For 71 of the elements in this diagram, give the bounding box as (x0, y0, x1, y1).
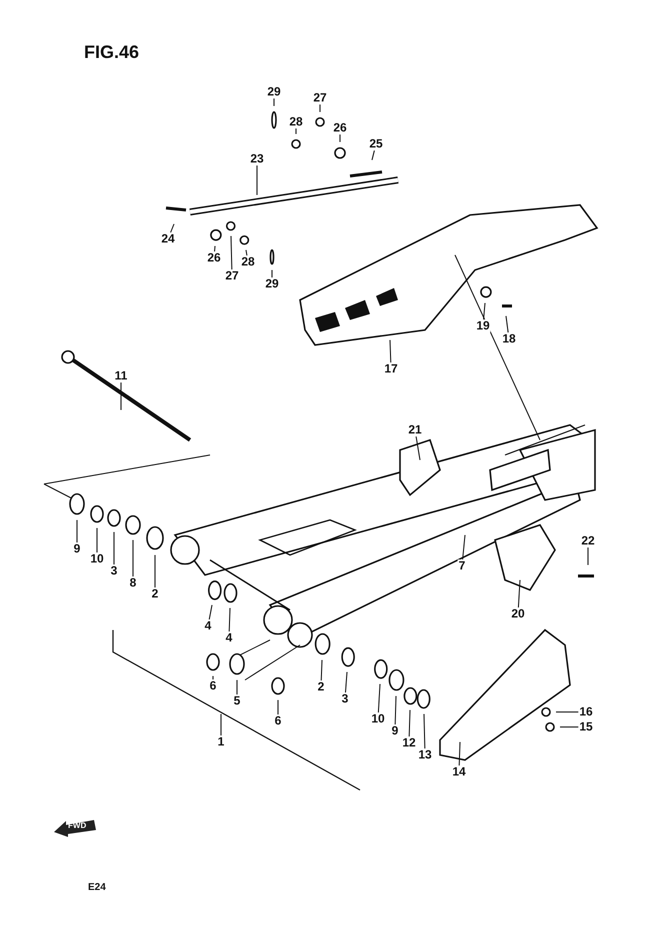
callout-number: 2 (150, 588, 160, 600)
leader-line (120, 382, 122, 410)
callout-number: 10 (370, 712, 386, 726)
callout-number: 11 (114, 370, 128, 382)
callout-number: 20 (510, 608, 526, 620)
leader-line (76, 520, 78, 543)
leader-line (96, 528, 98, 553)
callout-number: 29 (266, 86, 282, 98)
leader-line (214, 246, 216, 252)
callout-number: 1 (216, 736, 226, 748)
callout-number: 28 (240, 256, 256, 268)
callout-number: 19 (475, 320, 491, 332)
leader-line (212, 676, 214, 680)
callout-number: 9 (72, 542, 82, 556)
callout-number: 14 (451, 766, 467, 778)
callout-number: 25 (368, 138, 384, 150)
callout-number: 2 (316, 680, 326, 694)
leader-line (462, 534, 466, 560)
callout-number: 29 (264, 278, 280, 290)
callout-number: 26 (332, 122, 348, 134)
leader-line (518, 580, 520, 608)
leader-line (236, 680, 238, 695)
leader-line (170, 224, 174, 233)
callout-number: 6 (208, 680, 218, 692)
leader-line (228, 608, 230, 632)
callout-number: 24 (160, 232, 176, 246)
callout-number: 3 (340, 692, 350, 706)
leader-line (378, 684, 380, 713)
figure-title: FIG.46 (84, 42, 140, 63)
callout-number: 4 (224, 632, 234, 644)
leader-line (458, 742, 460, 766)
leader-line (483, 302, 486, 320)
callout-number: 9 (390, 724, 400, 738)
callout-number: 22 (580, 534, 596, 548)
callout-number: 8 (128, 576, 138, 590)
callout-number: 12 (401, 736, 417, 750)
callout-number: 7 (458, 560, 466, 572)
callout-number: 16 (578, 706, 594, 718)
callout-number: 3 (110, 564, 118, 578)
callout-number: 28 (288, 116, 304, 128)
callout-number: 6 (274, 714, 282, 728)
callout-number: 26 (206, 252, 222, 264)
leader-line (256, 165, 258, 196)
callout-number: 27 (224, 270, 240, 282)
leader-line (506, 316, 509, 333)
callout-number: 17 (383, 362, 399, 376)
callout-number: 21 (407, 424, 423, 436)
leader-line (372, 150, 375, 160)
leader-line (424, 714, 426, 749)
leader-line (408, 710, 410, 737)
callout-number: 15 (578, 720, 594, 734)
leader-line (344, 672, 348, 693)
callout-number: 23 (249, 152, 265, 166)
leader-line (154, 554, 156, 588)
leader-line (220, 714, 222, 736)
callout-number: 27 (312, 92, 328, 104)
leader-line (416, 436, 420, 460)
leader-line (560, 726, 579, 728)
leader-line (132, 540, 134, 577)
callout-number: 10 (89, 552, 105, 566)
callout-number: 4 (204, 620, 212, 632)
leader-line (208, 604, 212, 620)
callout-number: 18 (501, 332, 517, 346)
callout-number: 5 (232, 694, 242, 708)
callout-number: 13 (417, 748, 433, 762)
leader-line (390, 340, 392, 363)
footer-code: E24 (88, 882, 106, 893)
leader-line (320, 660, 322, 681)
leader-line (246, 250, 248, 256)
leader-line (230, 236, 232, 270)
leader-line (394, 696, 396, 725)
